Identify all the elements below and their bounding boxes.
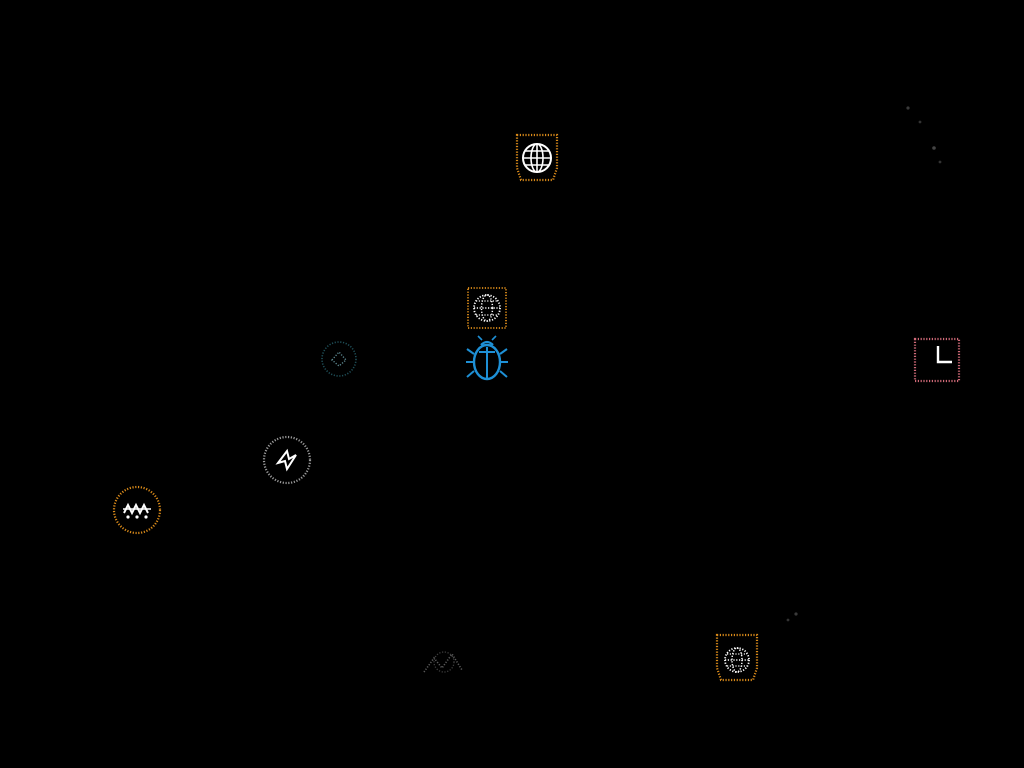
faint-glyph-icon[interactable] <box>416 640 470 682</box>
pink-square-l-icon[interactable] <box>912 336 962 384</box>
globe-shield-icon[interactable] <box>514 132 560 184</box>
globe-shield-small-icon[interactable] <box>714 632 760 684</box>
globe-badge-icon[interactable] <box>464 284 510 332</box>
faint-trail-icon <box>760 600 810 640</box>
bug-icon[interactable] <box>464 334 510 386</box>
orange-circle-glyph-icon[interactable] <box>110 483 164 537</box>
faint-circle-icon[interactable] <box>318 338 360 380</box>
faint-dot-icon <box>900 100 960 180</box>
gray-circle-glyph-icon[interactable] <box>260 433 314 487</box>
